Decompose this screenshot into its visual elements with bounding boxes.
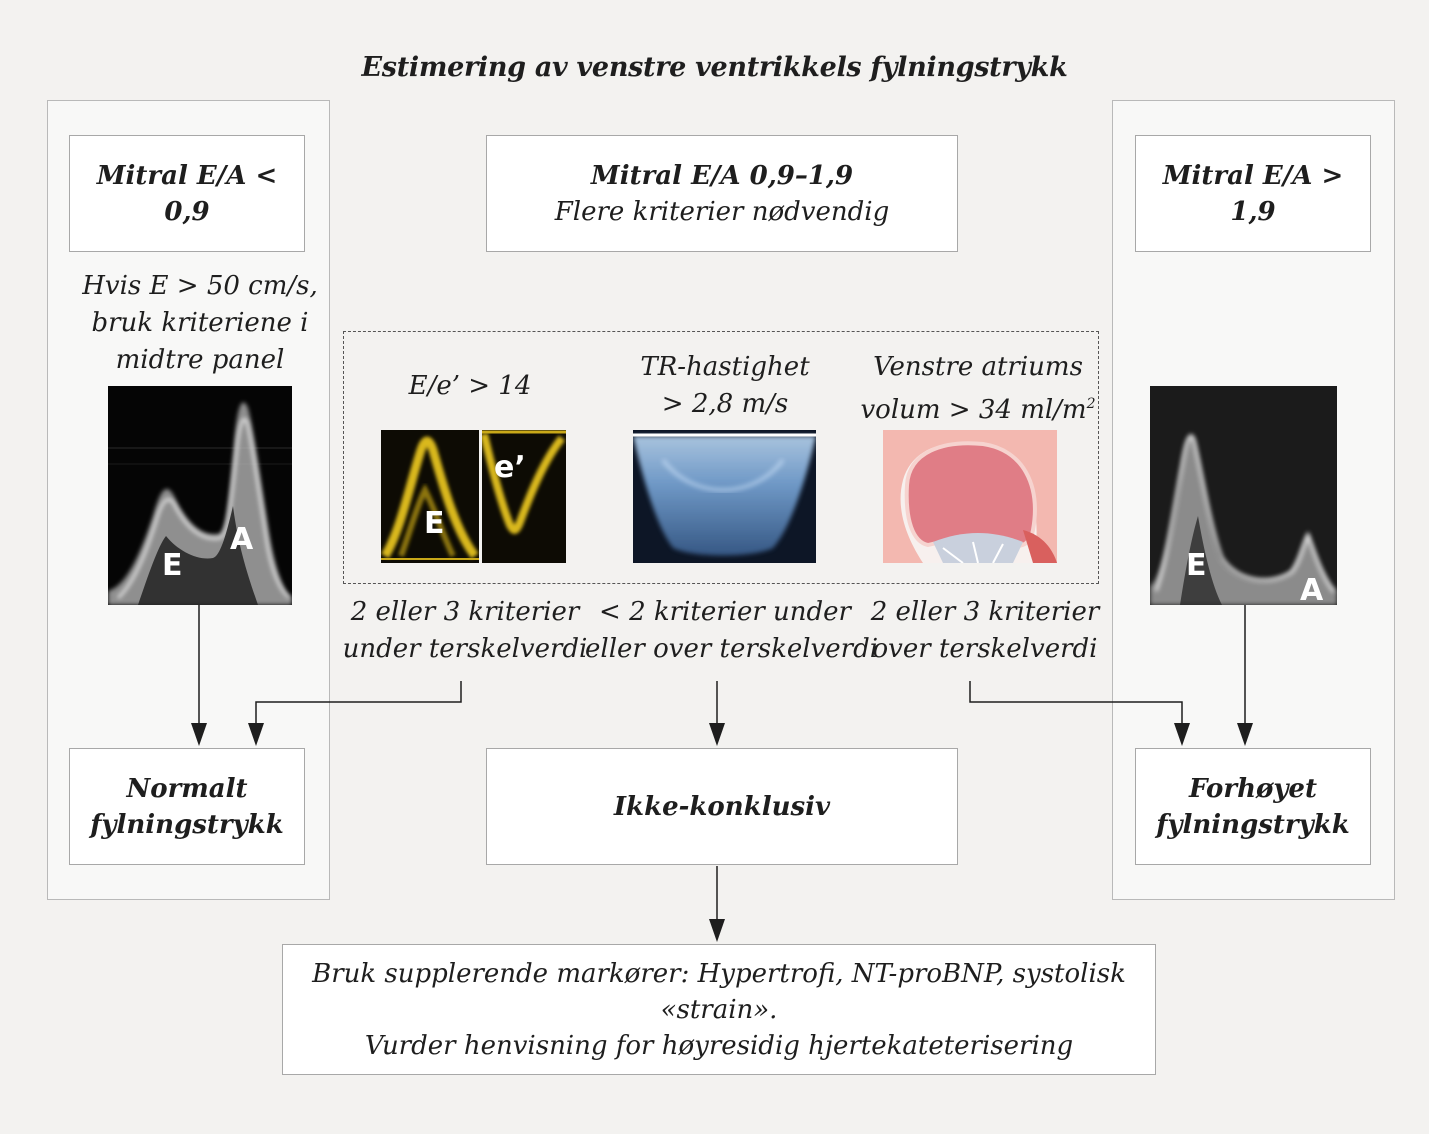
outcome-line: Ikke-konklusiv [613,791,831,822]
result-line: over terskelverdi [872,634,1098,664]
recommendation-line: Vurder henvisning for høyresidig hjertek… [364,1030,1074,1061]
criterion-label-la: Venstre atriums volum > 34 ml/m2 [850,349,1106,429]
result-over-threshold: 2 eller 3 kriterier over terskelverdi [850,594,1120,668]
right-image-label-e: E [1186,548,1207,583]
outcome-line: Forhøyet [1189,773,1317,804]
left-header-text: Mitral E/A < 0,9 [96,160,278,227]
right-doppler-image: E A [1150,386,1337,605]
left-note: Hvis E > 50 cm/s, bruk kriteriene i midt… [60,268,340,379]
middle-header-subtitle: Flere kriterier nødvendig [554,196,890,227]
criterion-label-line: volum > 34 ml/m2 [860,395,1096,425]
left-note-line: midtre panel [115,345,285,375]
result-line: < 2 kriterier under [599,597,851,627]
left-atrium-image [883,430,1057,563]
criterion-label-line: > 2,8 m/s [661,389,789,419]
criterion-label-line: TR-hastighet [640,352,810,382]
recommendation-box: Bruk supplerende markører: Hypertrofi, N… [282,944,1156,1075]
tr-velocity-image [633,430,816,563]
superscript-2: 2 [1086,396,1096,412]
result-line: under terskelverdi [342,634,588,664]
inconclusive-box: Ikke-konklusiv [486,748,958,865]
result-line: eller over terskelverdi [585,634,879,664]
diagram-title: Estimering av venstre ventrikkels fylnin… [361,52,1068,83]
outcome-line: Normalt [126,773,248,804]
left-image-label-a: A [230,522,254,557]
left-note-line: bruk kriteriene i [91,308,309,338]
middle-header-box: Mitral E/A 0,9–1,9 Flere kriterier nødve… [486,135,958,252]
outcome-line: fylningstrykk [90,809,284,840]
criteria-dashed-box [343,331,1099,584]
right-image-label-a: A [1300,573,1324,605]
left-doppler-image: E A [108,386,292,605]
right-header-text: Mitral E/A > 1,9 [1162,160,1344,227]
left-image-label-e: E [162,548,183,583]
criterion-label-ee: E/e’ > 14 [370,368,570,405]
elevated-pressure-box: Forhøyet fylningstrykk [1135,748,1371,865]
result-under-threshold: 2 eller 3 kriterier under terskelverdi [330,594,600,668]
ee-image-label-e: E [424,506,445,541]
middle-header-title: Mitral E/A 0,9–1,9 [590,160,854,191]
left-note-line: Hvis E > 50 cm/s, [82,271,318,301]
right-header-box: Mitral E/A > 1,9 [1135,135,1371,252]
result-line: 2 eller 3 kriterier [870,597,1100,627]
criterion-label-line: Venstre atriums [873,352,1083,382]
criterion-label-line: E/e’ > 14 [408,371,532,401]
ee-doppler-image-e: E [381,430,479,563]
left-header-box: Mitral E/A < 0,9 [69,135,305,252]
normal-pressure-box: Normalt fylningstrykk [69,748,305,865]
ee-doppler-image-eprime: e’ [482,430,566,563]
criterion-label-tr: TR-hastighet > 2,8 m/s [600,349,850,423]
ee-image-label-eprime: e’ [494,450,526,485]
recommendation-line: Bruk supplerende markører: Hypertrofi, N… [312,958,1126,1025]
result-inconclusive-criteria: < 2 kriterier under eller over terskelve… [585,594,879,668]
result-line: 2 eller 3 kriterier [350,597,580,627]
outcome-line: fylningstrykk [1156,809,1350,840]
